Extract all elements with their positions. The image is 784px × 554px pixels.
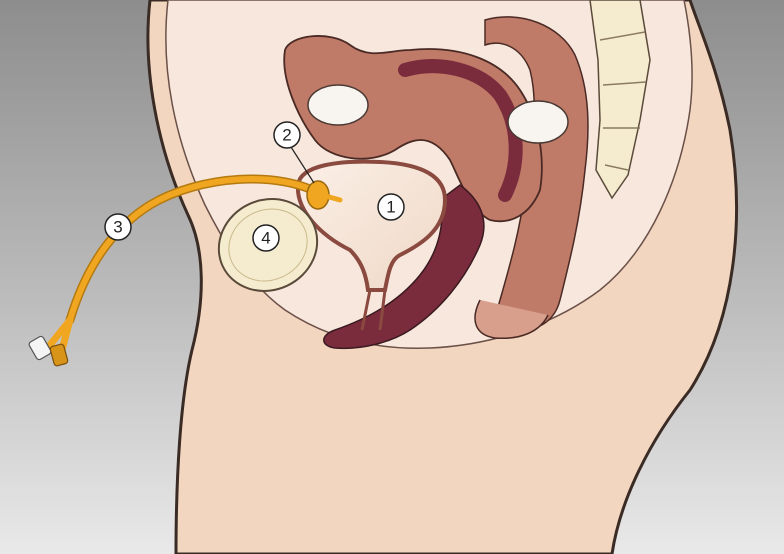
- callout-2: 2: [274, 122, 300, 148]
- callout-2-label: 2: [282, 126, 291, 145]
- ovary-right: [508, 101, 568, 143]
- callout-4: 4: [253, 225, 279, 251]
- callout-1: 1: [378, 194, 404, 220]
- ovary-left: [308, 85, 368, 125]
- callout-3-label: 3: [113, 218, 122, 237]
- callout-3: 3: [105, 214, 131, 240]
- callout-1-label: 1: [386, 198, 395, 217]
- callout-4-label: 4: [261, 229, 270, 248]
